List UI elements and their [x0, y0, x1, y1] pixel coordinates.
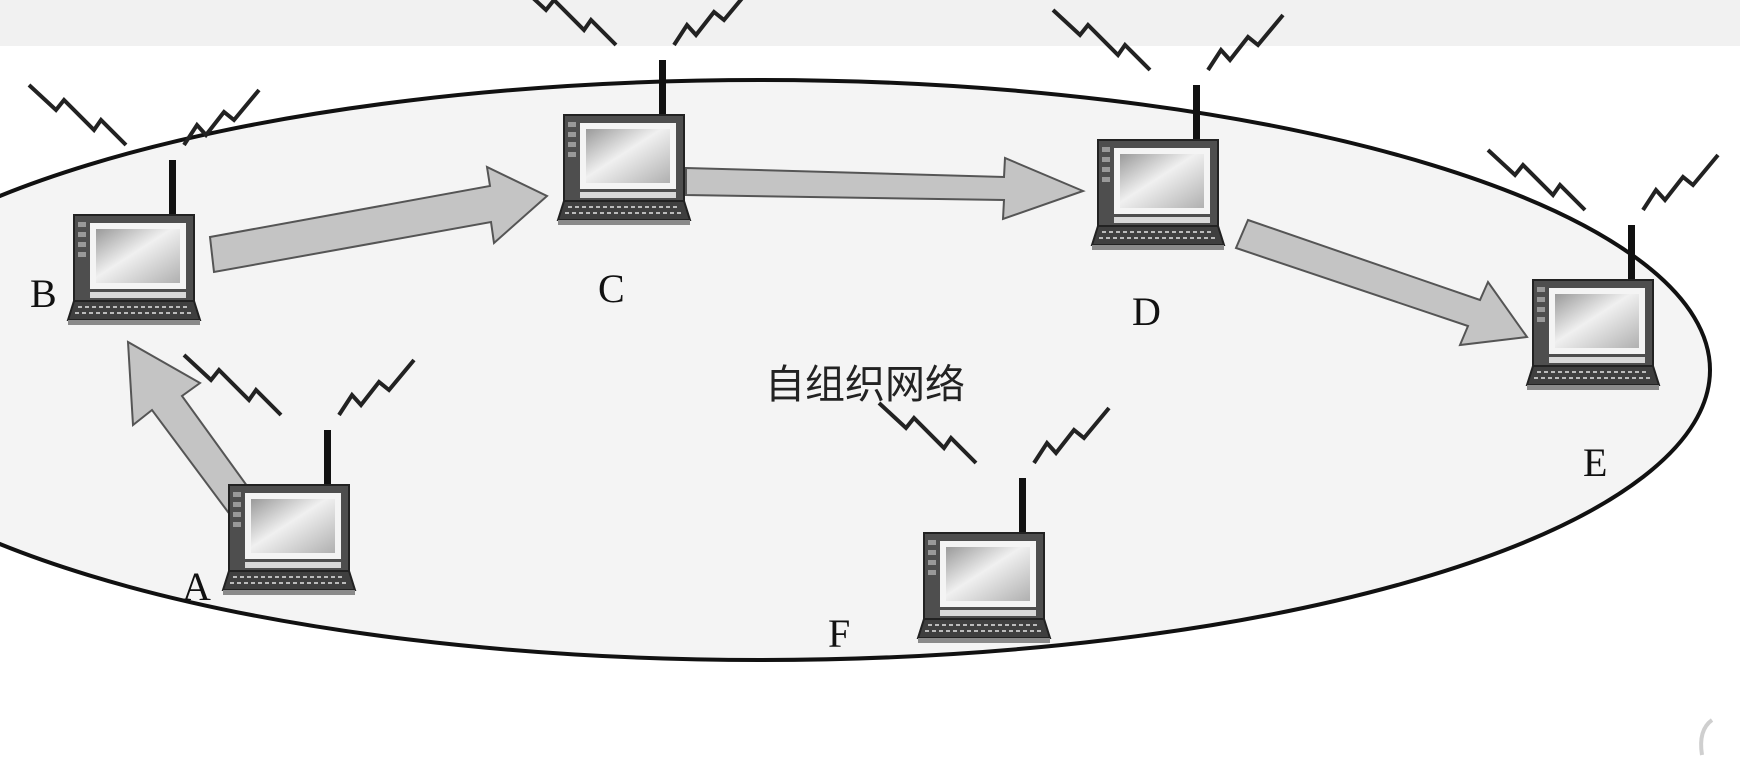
arrow-c-to-d — [685, 156, 1086, 221]
arrow-d-to-e — [1234, 218, 1529, 347]
arrow-b-to-c — [208, 165, 549, 274]
arrow-a-to-b — [126, 340, 252, 514]
node-label-d: D — [1132, 289, 1161, 334]
node-label-c: C — [598, 266, 625, 311]
node-label-b: B — [30, 271, 57, 316]
node-label-f: F — [828, 611, 850, 656]
node-label-a: A — [182, 564, 211, 609]
node-label-e: E — [1583, 440, 1607, 485]
network-label: 自组织网络 — [765, 362, 965, 408]
top-bar — [0, 0, 1740, 46]
corner-mark-icon — [1699, 718, 1714, 756]
